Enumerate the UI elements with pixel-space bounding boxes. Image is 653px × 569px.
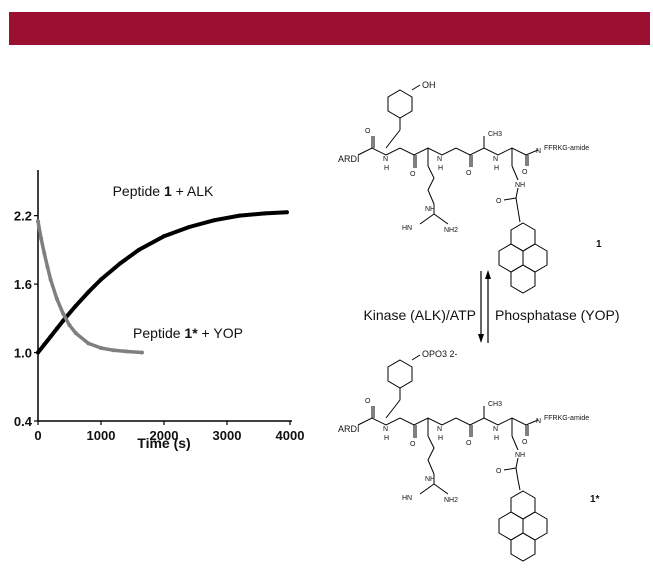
svg-text:ARDI: ARDI (338, 424, 360, 434)
svg-text:NH: NH (425, 476, 435, 483)
data-point (36, 350, 40, 355)
svg-text:H: H (384, 165, 389, 172)
svg-text:H: H (384, 435, 389, 442)
data-point (111, 348, 116, 353)
data-point (73, 303, 78, 308)
x-axis-label: Time (s) (137, 435, 190, 451)
data-point (162, 234, 166, 239)
svg-text:NH: NH (515, 452, 525, 459)
svg-text:N: N (383, 156, 388, 163)
svg-text:FFRKG-amide: FFRKG-amide (544, 415, 589, 422)
svg-text:O: O (522, 439, 528, 446)
svg-text:FFRKG-amide: FFRKG-amide (544, 145, 589, 152)
svg-text:N: N (437, 156, 442, 163)
data-point (61, 311, 66, 316)
data-point (99, 277, 103, 282)
y-tick-label: 1.6 (14, 277, 32, 292)
svg-text:O: O (466, 170, 472, 177)
data-point (86, 290, 91, 295)
data-point (45, 264, 50, 269)
forward-reaction-label: Kinase (ALK)/ATP (363, 307, 476, 323)
svg-text:N: N (536, 148, 541, 155)
svg-text:N: N (437, 426, 442, 433)
data-point (42, 342, 47, 347)
svg-text:CH3: CH3 (488, 401, 502, 408)
y-tick-label: 2.2 (14, 209, 32, 224)
data-point (237, 213, 242, 218)
series-line-yop (36, 219, 144, 355)
x-tick-label: 3000 (213, 428, 242, 443)
x-tick-label: 4000 (276, 428, 305, 443)
data-point (136, 247, 141, 252)
svg-text:O: O (466, 440, 472, 447)
forward-arrowhead (478, 334, 484, 343)
data-point (124, 349, 129, 354)
compound-1-structure (357, 84, 548, 294)
svg-text:OPO3 2-: OPO3 2- (422, 349, 458, 359)
data-point (262, 211, 267, 216)
svg-text:H: H (438, 165, 443, 172)
svg-text:N: N (536, 418, 541, 425)
svg-text:NH: NH (425, 206, 435, 213)
svg-text:CH3: CH3 (488, 131, 502, 138)
compound-1star-structure (357, 354, 548, 562)
data-point (212, 218, 217, 223)
svg-text:O: O (365, 128, 371, 135)
header-bar (9, 12, 650, 45)
data-point (187, 225, 192, 230)
svg-text:H: H (438, 435, 443, 442)
svg-text:NH2: NH2 (444, 227, 458, 234)
compound-1-labels: OH ARDI O N H O N H O CH3 N H O N FFRKG-… (338, 80, 602, 250)
data-point (48, 277, 53, 282)
data-point (67, 323, 72, 328)
data-point (99, 345, 103, 350)
data-point (73, 331, 78, 336)
svg-text:O: O (496, 198, 502, 205)
svg-text:O: O (365, 398, 371, 405)
svg-text:OH: OH (422, 80, 436, 90)
x-tick-label: 2000 (150, 428, 179, 443)
svg-text:N: N (383, 426, 388, 433)
svg-text:N: N (493, 156, 498, 163)
svg-text:O: O (496, 468, 502, 475)
data-point (36, 219, 40, 224)
x-tick-label: 1000 (87, 428, 116, 443)
series-label-alk: Peptide 1 + ALK (113, 183, 214, 199)
y-tick-label: 1.0 (14, 346, 32, 361)
compound-1star-label: 1* (590, 494, 600, 505)
svg-text:H: H (494, 165, 499, 172)
svg-text:NH: NH (515, 182, 525, 189)
series-label-yop: Peptide 1* + YOP (133, 325, 243, 341)
series-line-alk (36, 210, 289, 355)
reaction-arrows: Kinase (ALK)/ATP Phosphatase (YOP) (363, 270, 620, 343)
y-tick-label: 0.4 (14, 414, 33, 429)
svg-text:O: O (410, 441, 416, 448)
data-point (117, 261, 122, 266)
svg-text:N: N (493, 426, 498, 433)
data-point (54, 296, 59, 301)
svg-text:O: O (410, 171, 416, 178)
data-point (86, 341, 91, 346)
data-point (42, 251, 47, 256)
reverse-reaction-label: Phosphatase (YOP) (495, 307, 620, 323)
compound-1-label: 1 (596, 239, 602, 250)
svg-text:O: O (522, 169, 528, 176)
svg-text:HN: HN (402, 495, 412, 502)
data-point (139, 350, 144, 355)
svg-text:H: H (494, 435, 499, 442)
compound-1star-labels: OPO3 2- ARDI O N H O N H O CH3 N H O N F… (338, 349, 600, 505)
data-point (284, 210, 289, 215)
data-point (61, 318, 66, 323)
data-point (48, 334, 53, 339)
svg-text:NH2: NH2 (444, 497, 458, 504)
svg-text:ARDI: ARDI (338, 154, 360, 164)
svg-text:HN: HN (402, 225, 412, 232)
reverse-arrowhead (485, 270, 491, 279)
data-point (39, 236, 44, 241)
data-point (54, 326, 59, 331)
x-tick-label: 0 (34, 428, 41, 443)
